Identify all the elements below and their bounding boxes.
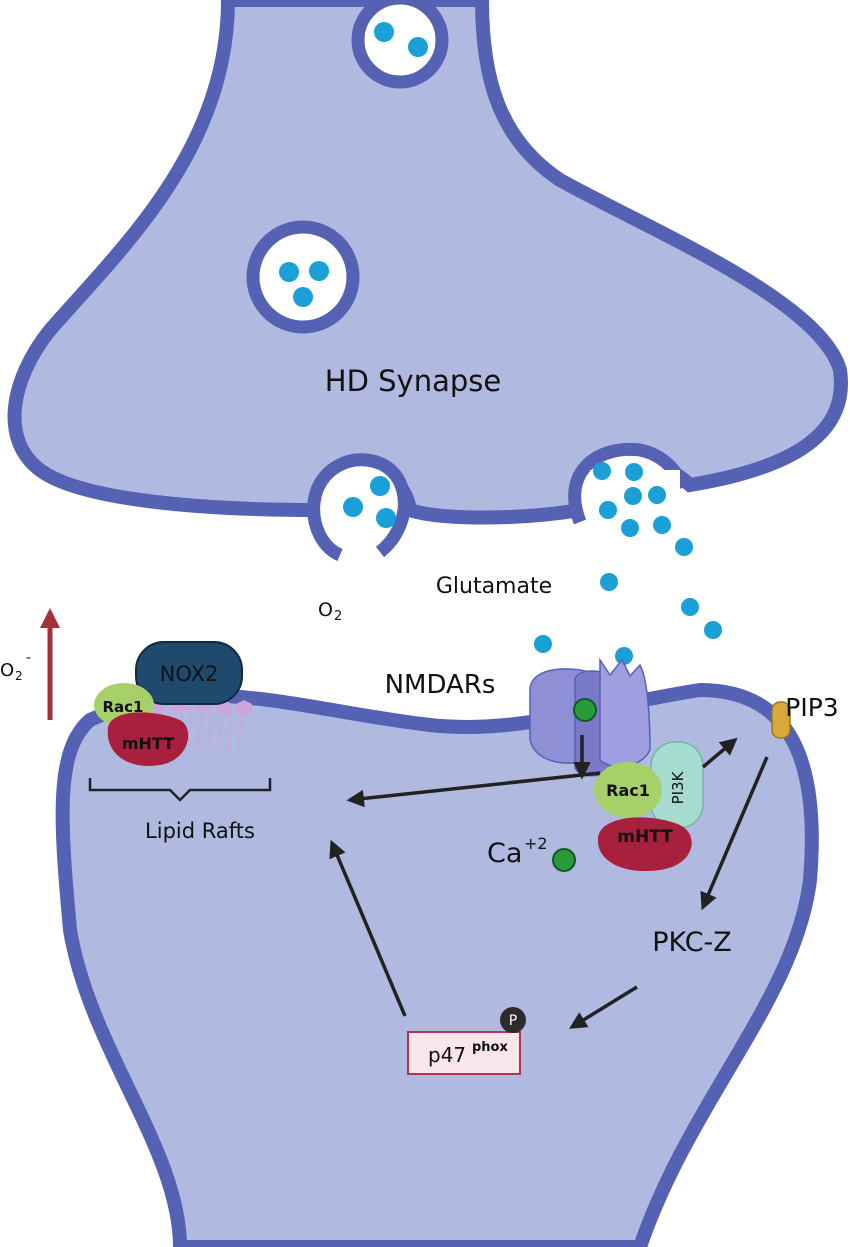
svg-text:-: - [26, 650, 31, 666]
nmda-receptor [529, 657, 651, 780]
hd-synapse-label: HD Synapse [325, 364, 501, 398]
nox2-label: NOX2 [160, 662, 219, 686]
svg-text:Rac1: Rac1 [606, 781, 650, 800]
glutamate-molecule [370, 476, 390, 496]
mhtt-left: mHTT [107, 712, 189, 766]
superoxide-label: O 2 - [0, 650, 31, 683]
mhtt-right: mHTT [597, 817, 692, 872]
vesicle-middle [246, 220, 360, 334]
p47phox: p47 phox P [407, 1007, 526, 1075]
svg-text:Ca: Ca [487, 838, 522, 869]
phosphate-badge [500, 1007, 526, 1033]
pathway-arrows [329, 737, 769, 1029]
released-glutamate [534, 462, 722, 665]
lipid-rafts-label: Lipid Rafts [145, 819, 255, 843]
calcium-ion [573, 698, 597, 722]
presynaptic-terminal [7, 0, 848, 525]
svg-text:mHTT: mHTT [122, 734, 174, 753]
svg-text:2: 2 [15, 669, 23, 683]
pip3-label: PIP3 [785, 693, 838, 722]
glutamate-molecule [293, 287, 313, 307]
svg-text:PI3K: PI3K [669, 770, 687, 804]
pip3: PIP3 [771, 693, 839, 739]
glutamate-molecule [408, 37, 428, 57]
o2-label: O 2 [318, 599, 342, 624]
nmdars-label: NMDARs [385, 670, 496, 700]
svg-text:O: O [318, 599, 333, 621]
svg-text:2: 2 [334, 609, 342, 624]
glutamate-molecule [374, 22, 394, 42]
glutamate-molecule [309, 261, 329, 281]
glutamate-molecule [376, 508, 396, 528]
glutamate-label: Glutamate [436, 574, 552, 599]
calcium-ion [552, 848, 576, 872]
svg-text:mHTT: mHTT [617, 827, 673, 847]
lipid-rafts-bracket [88, 778, 272, 802]
calcium-label: Ca +2 [487, 834, 576, 872]
svg-text:P: P [509, 1013, 517, 1029]
svg-text:p47: p47 [428, 1043, 466, 1067]
rac1-right: Rac1 [594, 762, 662, 818]
glutamate-molecule [343, 497, 363, 517]
vesicle-top [351, 0, 449, 89]
svg-text:Rac1: Rac1 [102, 698, 143, 716]
glutamate-molecule [279, 262, 299, 282]
nox2-complex: NOX2 [135, 641, 243, 705]
svg-text:phox: phox [472, 1040, 508, 1055]
svg-text:+2: +2 [524, 834, 548, 853]
releasing-vesicle [568, 442, 690, 525]
pkc-z-label: PKC-Z [652, 927, 732, 958]
svg-text:O: O [0, 660, 14, 681]
